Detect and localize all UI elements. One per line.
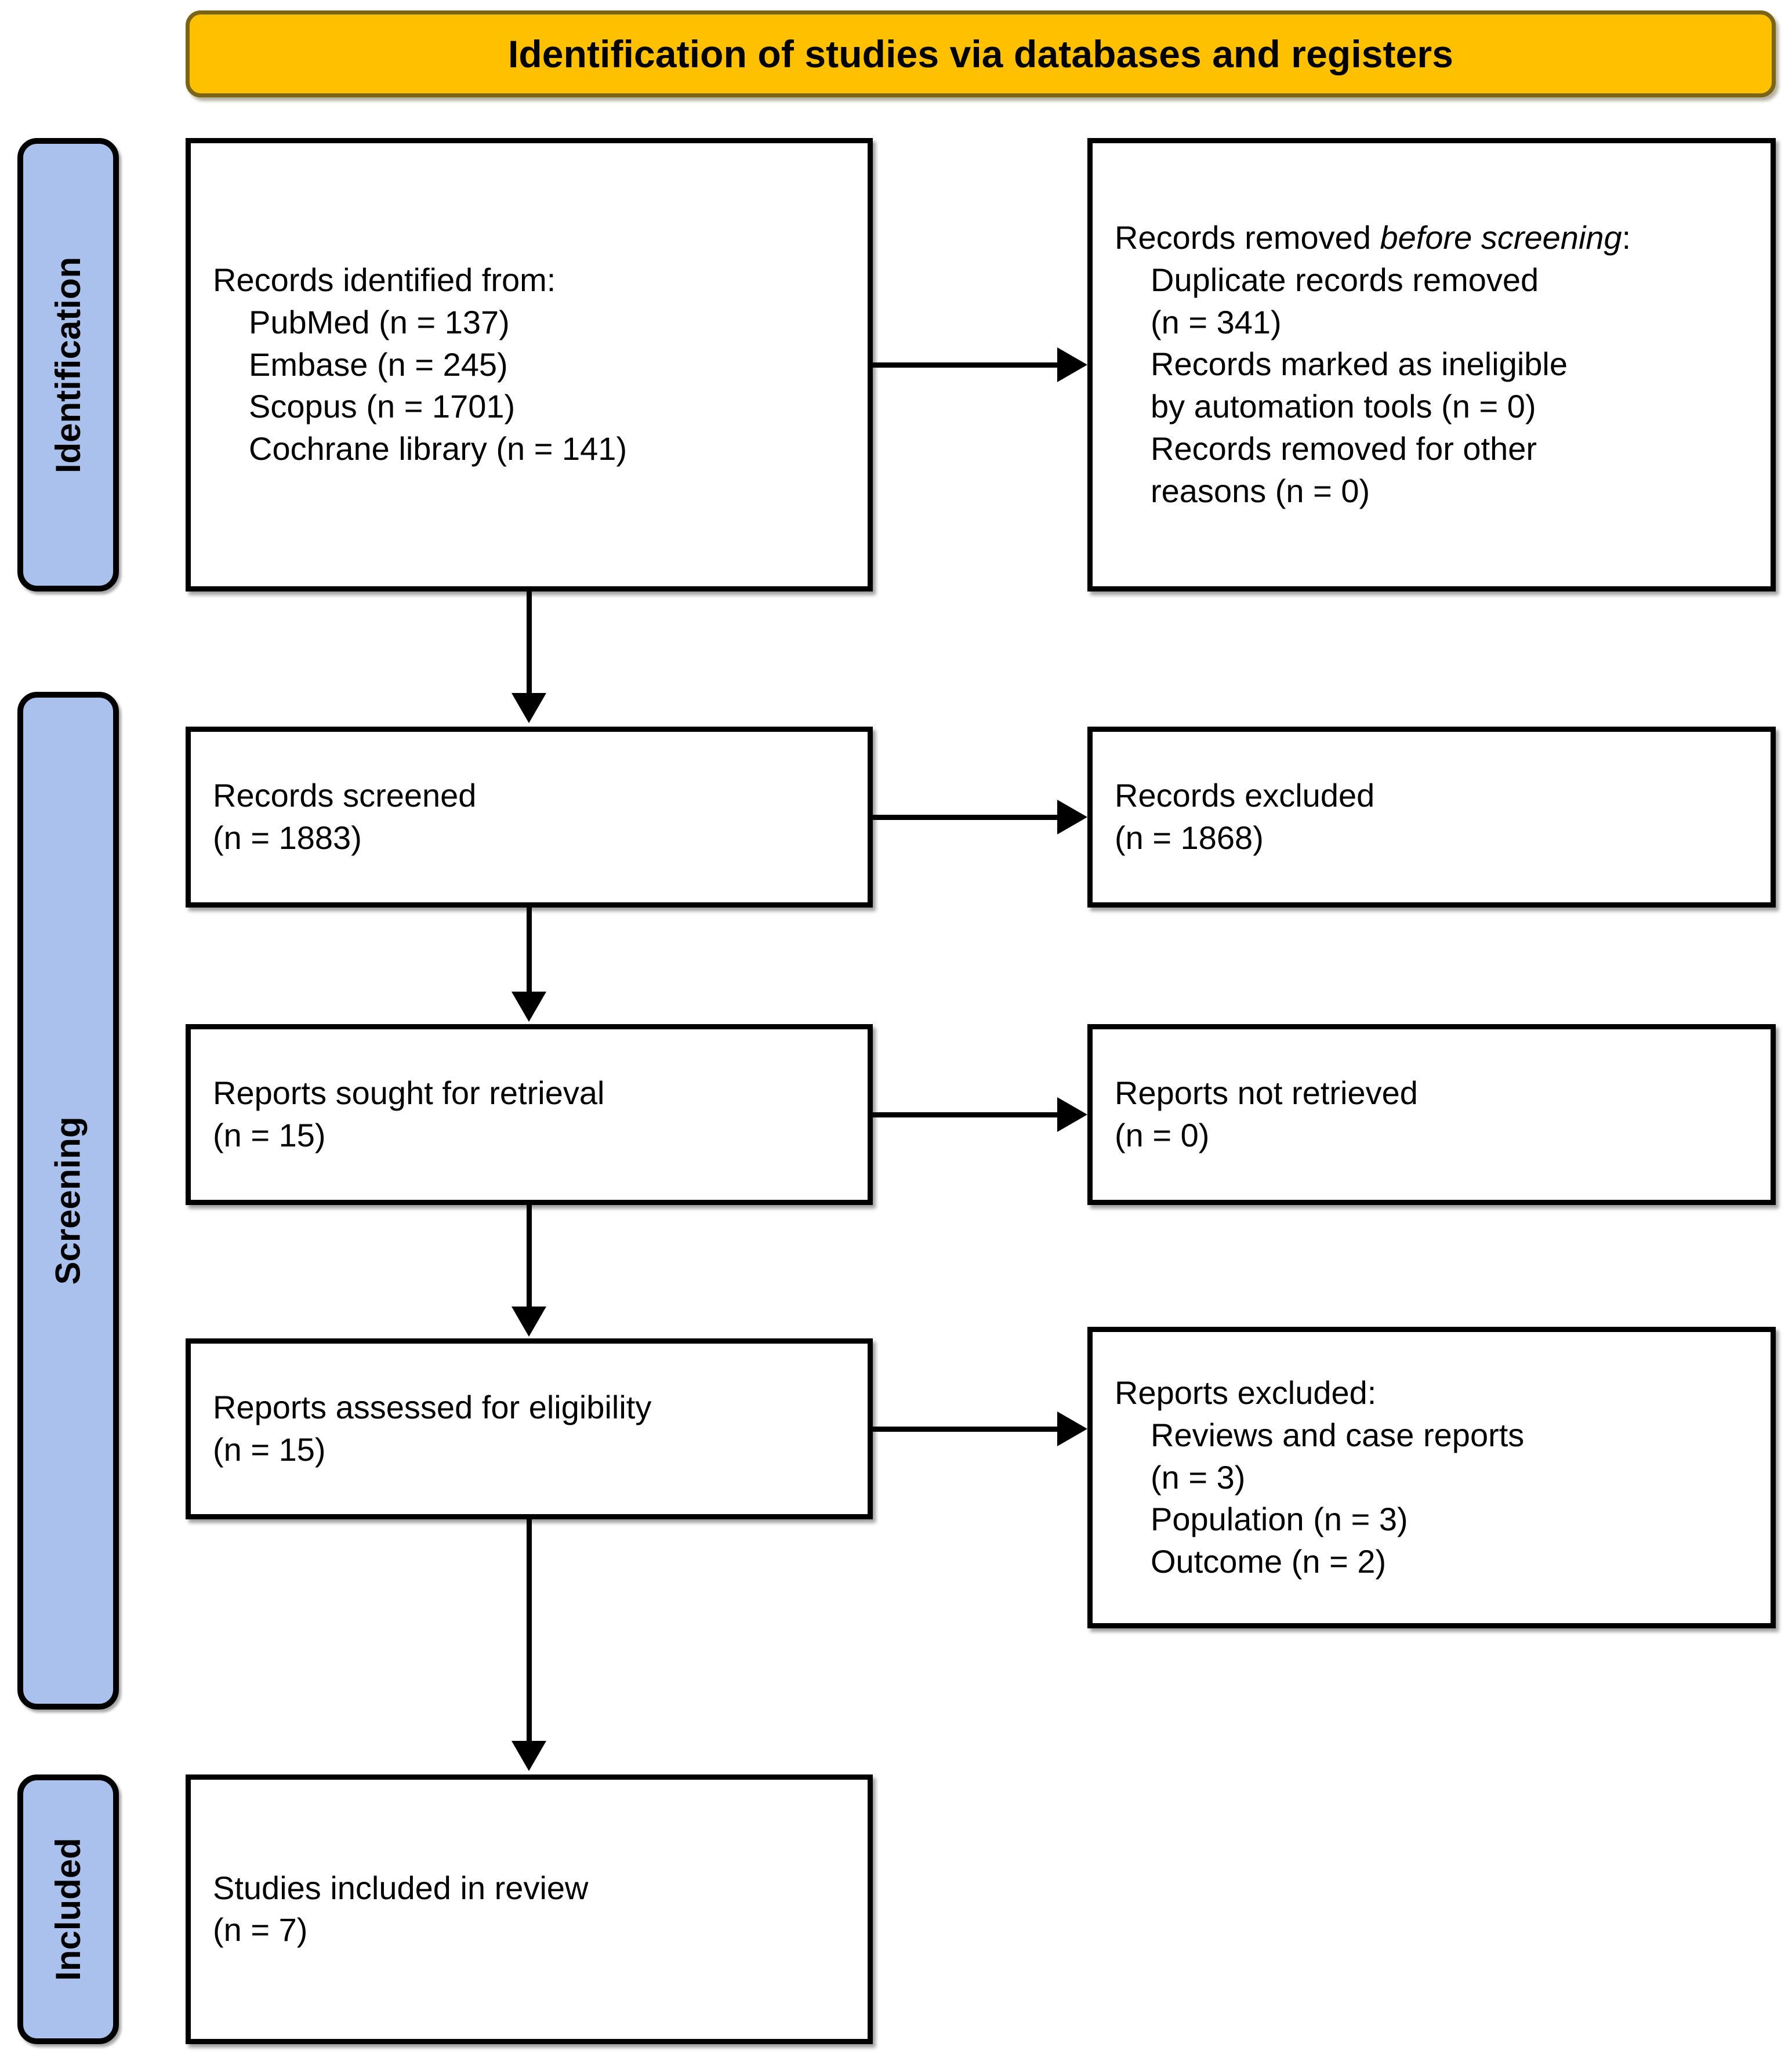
- stage-label-screening: Screening: [17, 692, 119, 1710]
- box-records-identified-item: PubMed (n = 137): [249, 303, 510, 340]
- stage-label-identification-text: Identification: [49, 256, 88, 473]
- box-reports-excluded-reasons: Reports excluded: Reviews and case repor…: [1087, 1327, 1776, 1628]
- box-records-removed-item: reasons (n = 0): [1151, 472, 1370, 509]
- box-records-identified: Records identified from: PubMed (n = 137…: [186, 138, 873, 591]
- box-reports-assessed-for-eligibility: Reports assessed for eligibility (n = 15…: [186, 1338, 873, 1519]
- box-reports-sought-for-retrieval: Reports sought for retrieval (n = 15): [186, 1024, 873, 1205]
- header-title: Identification of studies via databases …: [507, 32, 1454, 75]
- box-reports-sought-label: Reports sought for retrieval: [213, 1075, 605, 1112]
- box-studies-included-label: Studies included in review: [213, 1869, 589, 1906]
- box-records-removed-item: Duplicate records removed: [1151, 262, 1539, 299]
- connector-assessed-to-reports-excluded: [873, 1427, 1057, 1432]
- arrowhead-screened-to-sought: [512, 992, 546, 1022]
- arrowhead-screened-to-excluded: [1057, 800, 1087, 834]
- connector-assessed-to-included: [527, 1519, 532, 1741]
- arrowhead-assessed-to-included: [512, 1741, 546, 1771]
- box-records-removed-item: by automation tools (n = 0): [1151, 388, 1536, 425]
- arrowhead-identified-to-screened: [512, 693, 546, 723]
- box-reports-not-retrieved-count: (n = 0): [1115, 1117, 1210, 1153]
- arrowhead-sought-to-assessed: [512, 1307, 546, 1337]
- box-records-removed-item: Records marked as ineligible: [1151, 346, 1568, 383]
- box-records-identified-item: Scopus (n = 1701): [249, 388, 516, 425]
- box-records-excluded-label: Records excluded: [1115, 777, 1375, 814]
- arrowhead-sought-to-not-retrieved: [1057, 1097, 1087, 1132]
- box-reports-excluded-item: Population (n = 3): [1151, 1501, 1408, 1538]
- arrowhead-identified-to-removed: [1057, 347, 1087, 382]
- box-records-removed-item: (n = 341): [1151, 303, 1282, 340]
- box-reports-excluded-title: Reports excluded:: [1115, 1374, 1377, 1411]
- box-reports-assessed-count: (n = 15): [213, 1431, 326, 1468]
- connector-identified-to-removed: [873, 362, 1057, 368]
- box-reports-assessed-label: Reports assessed for eligibility: [213, 1389, 652, 1426]
- box-studies-included-in-review: Studies included in review (n = 7): [186, 1774, 873, 2044]
- connector-screened-to-excluded: [873, 815, 1057, 820]
- box-records-screened-count: (n = 1883): [213, 819, 362, 856]
- connector-sought-to-not-retrieved: [873, 1112, 1057, 1117]
- stage-label-screening-text: Screening: [49, 1116, 88, 1285]
- box-records-excluded-count: (n = 1868): [1115, 819, 1264, 856]
- box-records-screened: Records screened (n = 1883): [186, 727, 873, 908]
- connector-screened-to-sought: [527, 908, 532, 992]
- box-reports-not-retrieved-label: Reports not retrieved: [1115, 1075, 1418, 1112]
- box-records-removed-item: Records removed for other: [1151, 430, 1537, 467]
- box-reports-excluded-item: Reviews and case reports: [1151, 1416, 1525, 1453]
- box-reports-not-retrieved: Reports not retrieved (n = 0): [1087, 1024, 1776, 1205]
- connector-identified-to-screened: [527, 591, 532, 693]
- box-records-identified-title: Records identified from:: [213, 262, 556, 299]
- box-records-removed-title: Records removed before screening:: [1115, 217, 1757, 259]
- box-reports-sought-count: (n = 15): [213, 1117, 326, 1153]
- box-reports-excluded-item: (n = 3): [1151, 1458, 1246, 1496]
- records-removed-title-post: :: [1621, 219, 1631, 256]
- stage-label-included-text: Included: [49, 1838, 88, 1981]
- arrowhead-assessed-to-reports-excluded: [1057, 1411, 1087, 1446]
- box-records-identified-item: Embase (n = 245): [249, 346, 508, 383]
- connector-sought-to-assessed: [527, 1205, 532, 1307]
- box-records-removed-before-screening: Records removed before screening: Duplic…: [1087, 138, 1776, 591]
- stage-label-identification: Identification: [17, 138, 119, 591]
- box-records-excluded: Records excluded (n = 1868): [1087, 727, 1776, 908]
- header-banner: Identification of studies via databases …: [186, 10, 1776, 97]
- box-studies-included-count: (n = 7): [213, 1911, 308, 1948]
- box-reports-excluded-item: Outcome (n = 2): [1151, 1543, 1387, 1580]
- box-records-screened-label: Records screened: [213, 777, 477, 814]
- stage-label-included: Included: [17, 1774, 119, 2044]
- box-records-identified-item: Cochrane library (n = 141): [249, 430, 627, 467]
- records-removed-title-pre: Records removed: [1115, 219, 1380, 256]
- records-removed-title-emphasis: before screening: [1380, 219, 1622, 256]
